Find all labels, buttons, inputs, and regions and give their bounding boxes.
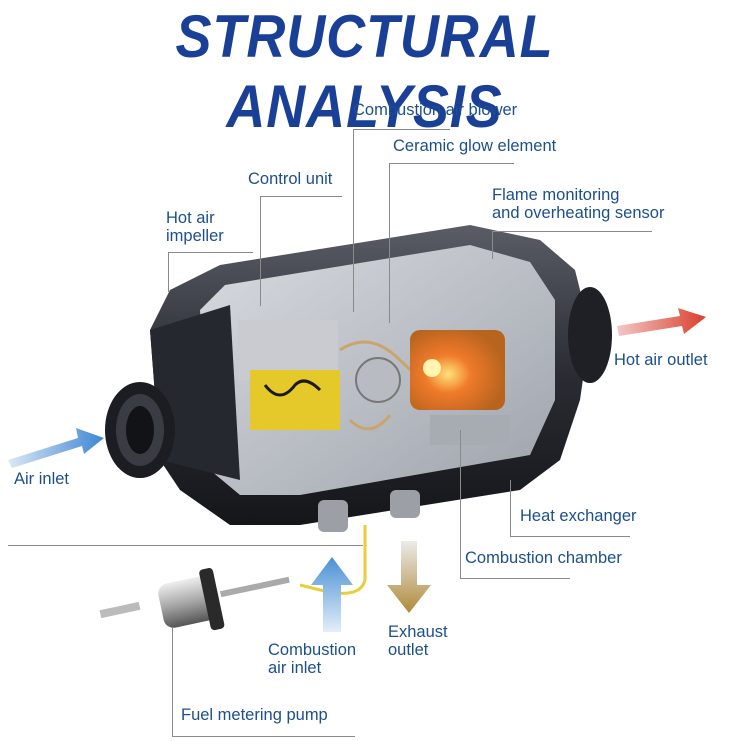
leader-line	[510, 480, 511, 536]
label-ceramic-glow-element: Ceramic glow element	[393, 137, 557, 155]
label-combustion-air-inlet-line2: air inlet	[268, 659, 322, 677]
leader-line	[389, 163, 390, 323]
exhaust-outlet-arrow	[387, 541, 431, 613]
leader-line	[492, 231, 493, 259]
fuel-pump-part	[99, 567, 290, 631]
label-combustion-chamber: Combustion chamber	[465, 549, 622, 567]
leader-line	[8, 545, 363, 546]
label-fuel-metering-pump: Fuel metering pump	[181, 706, 328, 724]
control-unit-part	[238, 320, 340, 430]
leader-line	[353, 129, 450, 130]
combustion-air-inlet-arrow	[311, 557, 353, 632]
page-title: STRUCTURAL ANALYSIS	[175, 3, 554, 140]
leader-line	[260, 196, 261, 306]
leader-line	[460, 430, 461, 578]
label-heat-exchanger: Heat exchanger	[520, 507, 637, 525]
label-combustion-air-blower: Combustion air blower	[353, 101, 518, 119]
label-hot-air-outlet: Hot air outlet	[614, 351, 708, 369]
label-flame-monitoring: Flame monitoring	[492, 186, 620, 204]
leader-line	[168, 252, 169, 292]
combustion-chamber-part	[410, 330, 510, 445]
label-control-unit: Control unit	[248, 170, 333, 188]
leader-line	[492, 231, 652, 232]
label-combustion-air-inlet: Combustion	[268, 641, 357, 659]
label-air-inlet: Air inlet	[14, 470, 70, 488]
air-inlet-arrow	[8, 428, 104, 468]
leader-line	[460, 578, 570, 579]
leader-line	[260, 196, 342, 197]
leader-line	[389, 163, 514, 164]
leader-line	[353, 129, 354, 312]
bottom-pipes	[299, 490, 420, 595]
label-exhaust-outlet: Exhaust	[388, 623, 448, 641]
hot-air-outlet-arrow	[617, 308, 706, 336]
label-exhaust-outlet-line2: outlet	[388, 641, 429, 659]
label-flame-monitoring-line2: and overheating sensor	[492, 204, 665, 222]
leader-line	[168, 252, 253, 253]
leader-line	[172, 736, 355, 737]
label-hot-air-impeller: Hot air	[166, 209, 215, 227]
leader-line	[510, 536, 630, 537]
leader-line	[172, 627, 173, 737]
label-hot-air-impeller-line2: impeller	[166, 227, 224, 245]
